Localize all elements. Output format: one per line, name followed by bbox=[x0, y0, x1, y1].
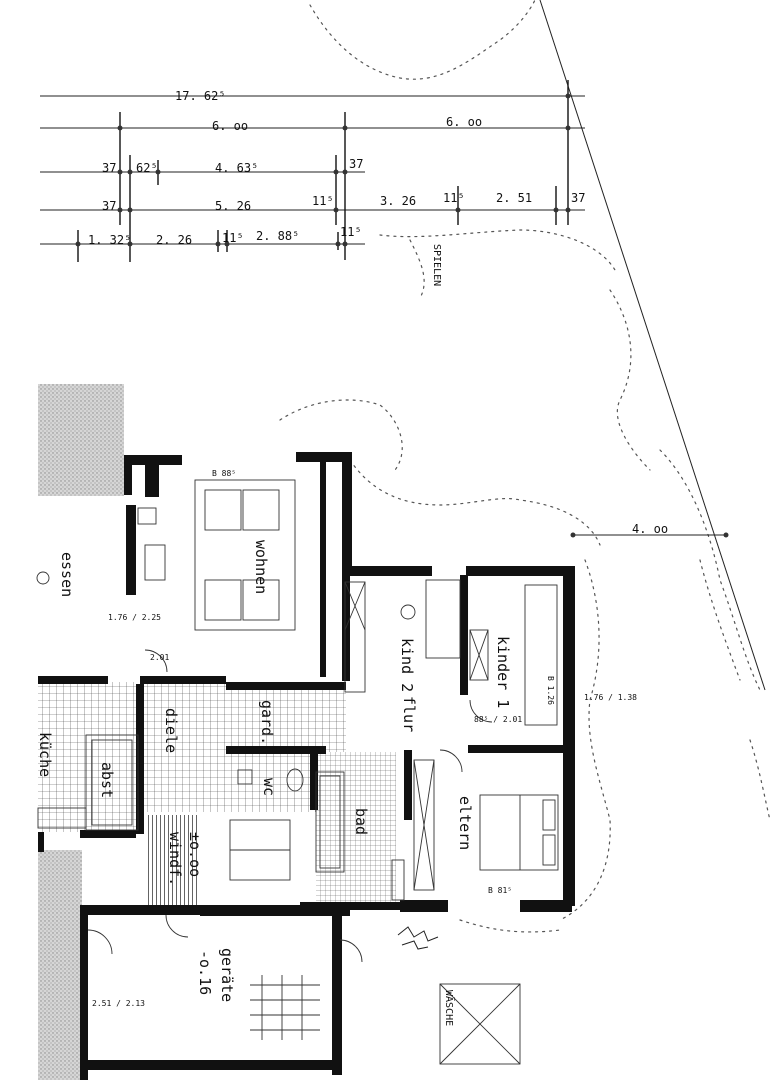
label-kinder-right: 1.76 / 1.38 bbox=[584, 693, 637, 702]
dim-row3-b: 62⁵ bbox=[136, 161, 158, 175]
dim-row3-d: 37 bbox=[349, 157, 363, 171]
label-eltern: eltern bbox=[456, 796, 474, 850]
dim-row4-d: 3. 26 bbox=[380, 194, 416, 208]
label-wohnen: wohnen bbox=[252, 540, 270, 594]
label-eltern-window: B 81⁵ bbox=[488, 886, 512, 895]
label-door-b: 88⁵ / 2.01 bbox=[474, 715, 522, 724]
dim-row2-right: 6. oo bbox=[446, 115, 482, 129]
dim-total: 17. 62⁵ bbox=[175, 89, 226, 103]
label-flur: flur bbox=[400, 696, 418, 732]
opening-labels: B 88⁵ B 1.26 B 81⁵ 1.76 / 2.25 1.76 / 1.… bbox=[92, 469, 637, 1008]
dim-row5-d: 2. 88⁵ bbox=[256, 229, 299, 243]
label-geraete-level: -o.16 bbox=[196, 950, 214, 995]
label-windf: windf. bbox=[166, 832, 184, 886]
label-windf-level: ±o.oo bbox=[186, 832, 204, 877]
dim-row5-b: 2. 26 bbox=[156, 233, 192, 247]
walls bbox=[38, 452, 575, 1080]
label-diele: diele bbox=[162, 708, 180, 753]
dim-row4-e: 11⁵ bbox=[443, 191, 465, 205]
label-kind2: kind 2 bbox=[398, 638, 416, 692]
label-essen: essen bbox=[58, 552, 76, 597]
dim-row5-e: 11⁵ bbox=[340, 225, 362, 239]
label-essen-door: 1.76 / 2.25 bbox=[108, 613, 161, 622]
shrub-icon bbox=[397, 926, 439, 950]
dim-row5-a: 1. 32⁵ bbox=[88, 233, 131, 247]
label-door-a: 2.01 bbox=[150, 653, 169, 662]
dim-right: 4. oo bbox=[632, 522, 668, 536]
room-labels: wohnen essen küche diele gard. wc abst w… bbox=[36, 540, 512, 1026]
dim-row3-a: 37 bbox=[102, 161, 116, 175]
furniture bbox=[36, 479, 559, 1065]
label-kinder1: kinder 1 bbox=[494, 636, 512, 708]
label-geraete: geräte bbox=[218, 948, 236, 1002]
dim-row4-g: 37 bbox=[571, 191, 585, 205]
label-wc: wc bbox=[260, 778, 278, 796]
label-geraete-door: 2.51 / 2.13 bbox=[92, 999, 145, 1008]
tiled-floors bbox=[38, 682, 396, 907]
label-spielen: SPIELEN bbox=[431, 244, 442, 286]
dim-row5-c: 11⁵ bbox=[222, 231, 244, 245]
label-bad: bad bbox=[352, 808, 370, 835]
label-waesche: WÄSCHE bbox=[443, 990, 456, 1026]
dim-row4-f: 2. 51 bbox=[496, 191, 532, 205]
dim-row4-c: 11⁵ bbox=[312, 194, 334, 208]
terrace-hatch bbox=[38, 384, 124, 1080]
garden-planting bbox=[279, 0, 770, 933]
label-wohnen-window: B 88⁵ bbox=[212, 469, 236, 478]
label-kueche: küche bbox=[36, 732, 54, 777]
label-kinder-window: B 1.26 bbox=[546, 676, 555, 705]
dim-row4-a: 37 bbox=[102, 199, 116, 213]
label-gard: gard. bbox=[258, 700, 276, 745]
label-abst: abst bbox=[98, 762, 116, 798]
dim-row3-c: 4. 63⁵ bbox=[215, 161, 258, 175]
dim-row4-b: 5. 26 bbox=[215, 199, 251, 213]
dimension-chain: 17. 62⁵ 6. oo 6. oo 37 62⁵ 4. 63⁵ 37 37 … bbox=[40, 80, 585, 262]
dim-row2-left: 6. oo bbox=[212, 119, 248, 133]
